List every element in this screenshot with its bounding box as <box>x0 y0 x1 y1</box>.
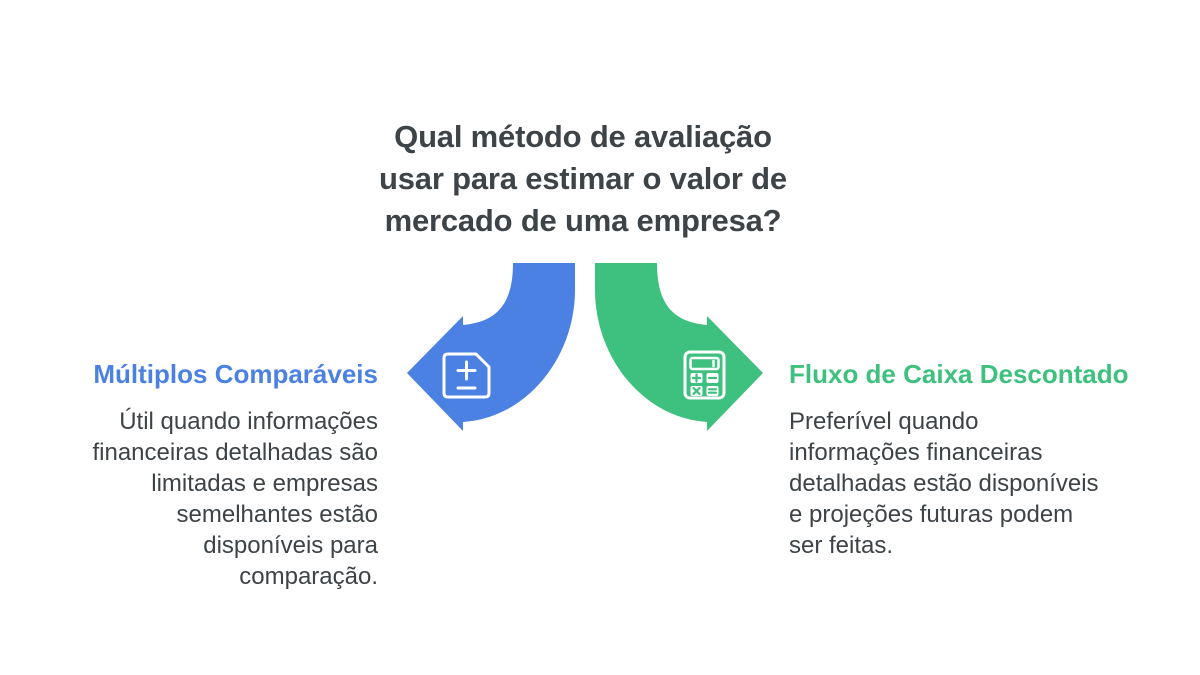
left-arrow-shape <box>407 263 575 431</box>
right-arrow-shape <box>595 263 763 431</box>
page-title: Qual método de avaliação usar para estim… <box>379 119 787 238</box>
left-branch-column: Múltiplos Comparáveis Útil quando inform… <box>55 358 378 592</box>
left-branch-description: Útil quando informações financeiras deta… <box>92 408 378 590</box>
left-branch-heading: Múltiplos Comparáveis <box>93 359 378 389</box>
right-branch-column: Fluxo de Caixa Descontado Preferível qua… <box>789 358 1129 561</box>
calculator-icon <box>683 350 726 400</box>
right-branch-arrow <box>595 263 763 431</box>
right-branch-heading: Fluxo de Caixa Descontado <box>789 359 1129 389</box>
right-branch-description: Preferível quando informações financeira… <box>789 408 1099 559</box>
left-branch-arrow <box>407 263 575 431</box>
plus-minus-document-icon <box>442 352 491 399</box>
